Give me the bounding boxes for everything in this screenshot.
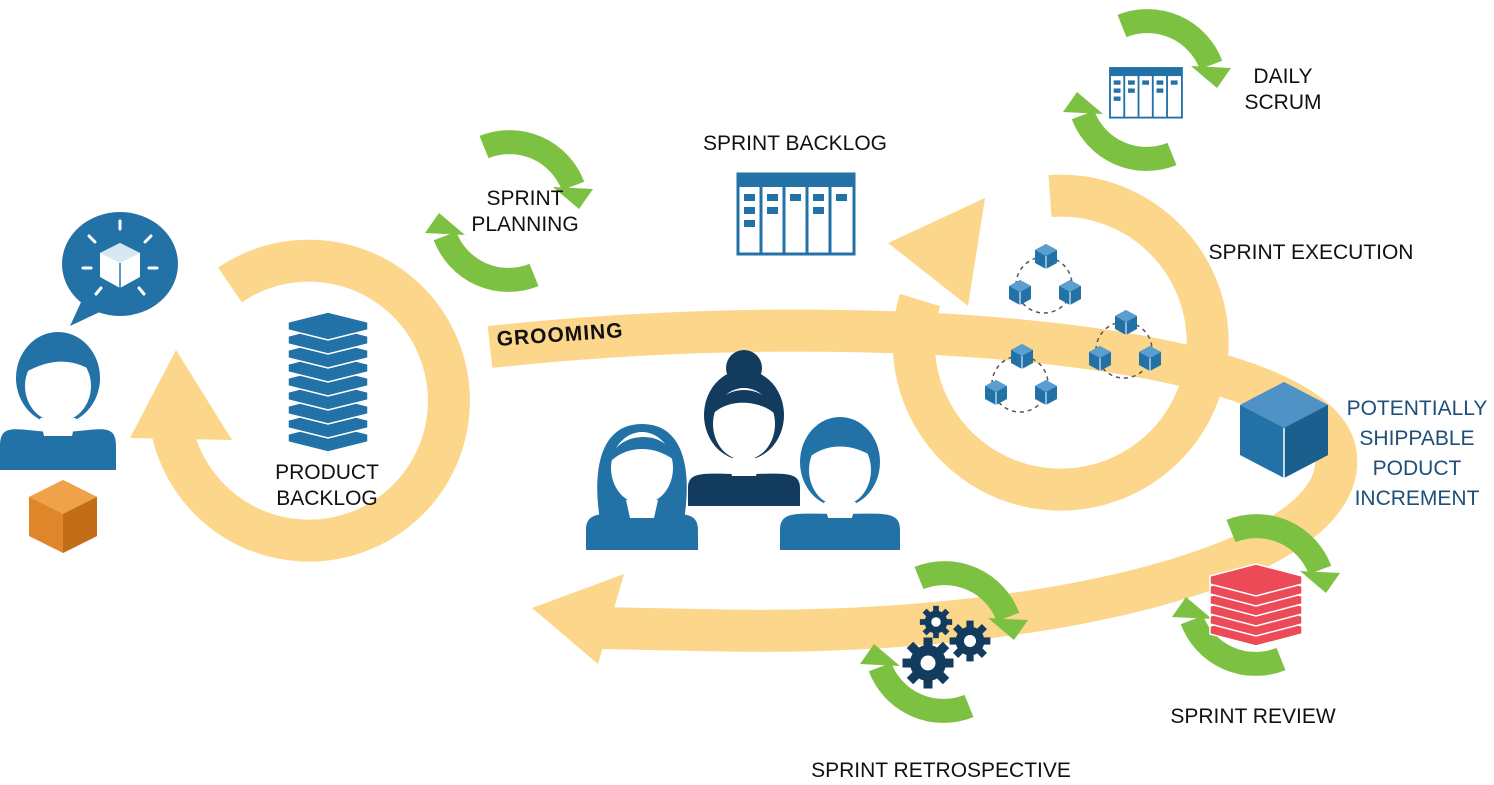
daily-scrum-label-line-2: SCRUM (1244, 91, 1322, 114)
execution-cube-cluster-icon (984, 243, 1162, 413)
product-backlog-label-line-2: BACKLOG (276, 487, 378, 510)
increment-cube-icon (1240, 382, 1328, 478)
increment-label-line-4: INCREMENT (1354, 487, 1480, 510)
product-backlog-label-line-1: PRODUCT (275, 461, 379, 484)
sprint-backlog-label: SPRINT BACKLOG (703, 132, 887, 155)
increment-label-line-1: POTENTIALLY (1346, 397, 1488, 420)
sprint-backlog-task-board-icon (736, 172, 856, 256)
increment-label-line-2: SHIPPABLE (1359, 427, 1475, 450)
thought-bubble-icon (62, 212, 178, 326)
potentially-shippable-label: POTENTIALLY SHIPPABLE PODUCT INCREMENT (1344, 394, 1490, 514)
product-owner-person-icon (0, 332, 116, 470)
product-backlog-label: PRODUCT BACKLOG (262, 460, 392, 512)
team-member-right-person-icon (780, 417, 900, 550)
sprint-retrospective-label: SPRINT RETROSPECTIVE (811, 759, 1071, 782)
sprint-planning-label: SPRINT PLANNING (470, 186, 580, 238)
daily-scrum-label: DAILY SCRUM (1238, 64, 1328, 116)
daily-scrum-label-line-1: DAILY (1253, 65, 1313, 88)
product-backlog-stack-icon (287, 311, 369, 453)
daily-scrum-task-board-icon (1109, 67, 1183, 119)
increment-label-line-3: PODUCT (1372, 457, 1462, 480)
sprint-review-label: SPRINT REVIEW (1170, 705, 1336, 728)
product-item-box-icon (29, 480, 97, 553)
team-lead-person-icon (688, 350, 800, 506)
product-backlog-flow-arrow (130, 239, 470, 562)
sprint-planning-label-line-2: PLANNING (471, 213, 579, 236)
team-icon (586, 350, 900, 550)
sprint-execution-label: SPRINT EXECUTION (1208, 241, 1414, 264)
sprint-planning-label-line-1: SPRINT (486, 187, 564, 210)
team-member-left-person-icon (586, 424, 698, 550)
sprint-execution-flow-arrow (888, 174, 1229, 511)
review-layers-icon (1209, 563, 1303, 647)
